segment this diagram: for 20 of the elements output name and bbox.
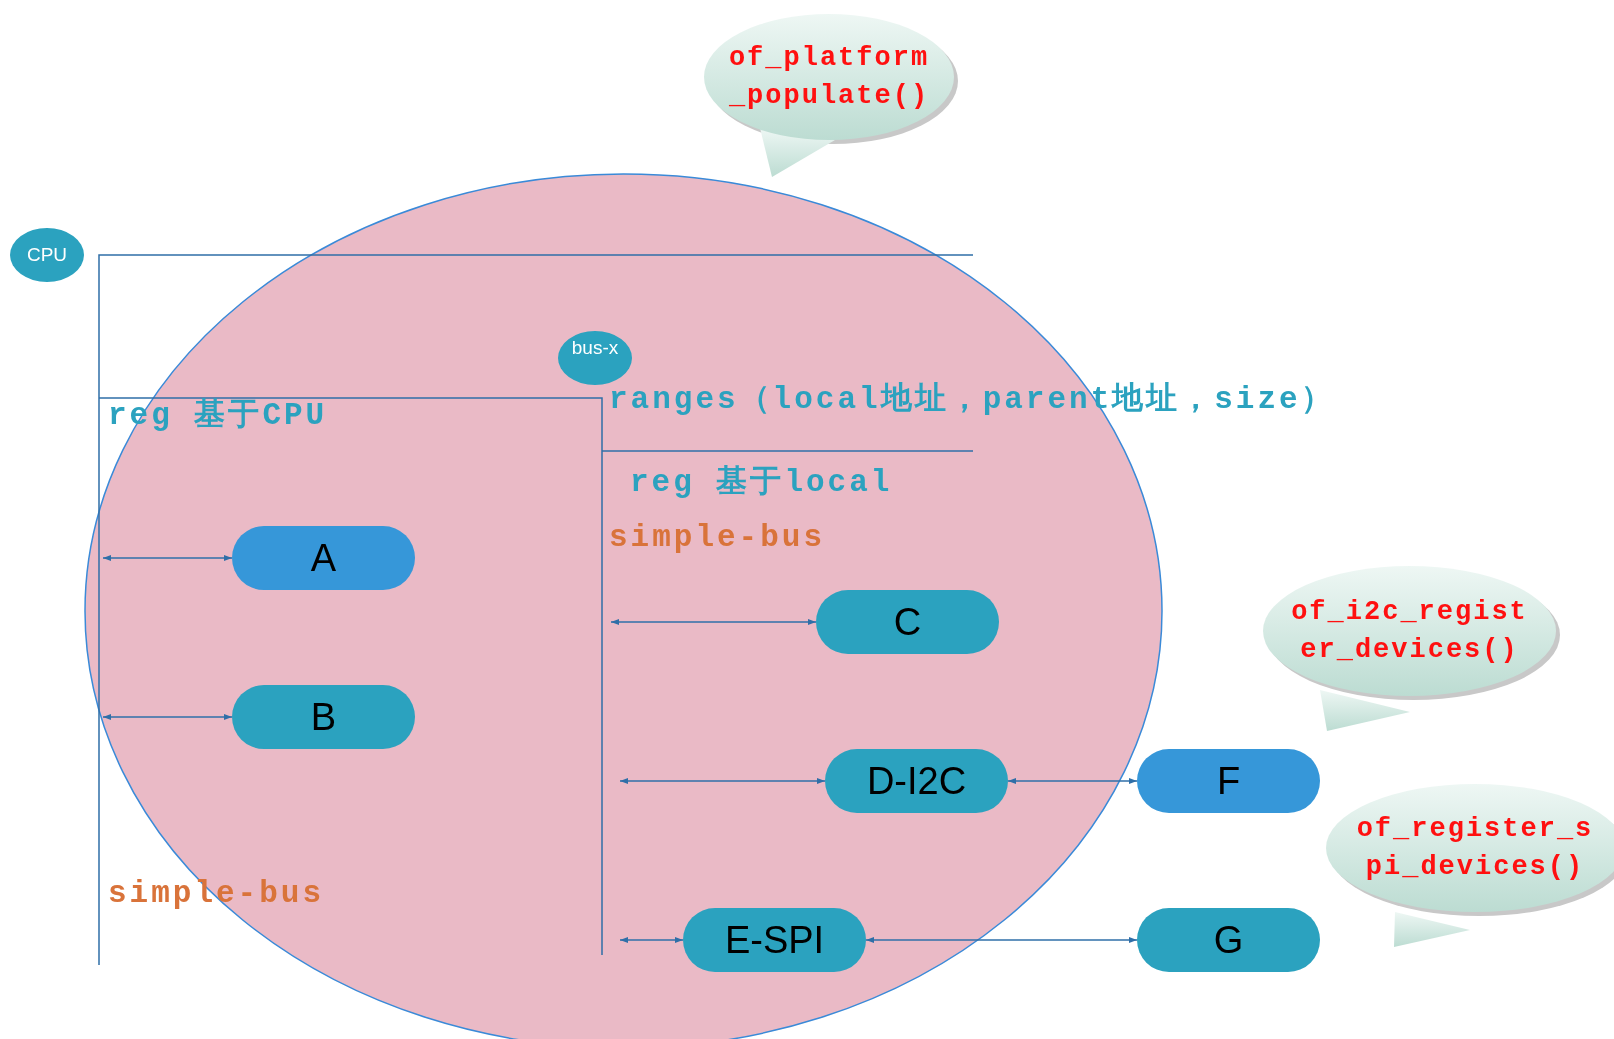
arrow — [1007, 778, 1138, 784]
device-node: E-SPI — [683, 908, 866, 972]
arrow — [865, 937, 1138, 943]
device-node: A — [232, 526, 415, 590]
arrow — [619, 937, 684, 943]
device-node: G — [1137, 908, 1320, 972]
device-node: B — [232, 685, 415, 749]
device-node: F — [1137, 749, 1320, 813]
function-name: of_register_spi_devices() — [1355, 813, 1595, 884]
function-name: of_i2c_register_devices() — [1290, 596, 1529, 667]
arrow — [619, 778, 826, 784]
bus-node: CPU — [10, 228, 84, 282]
annotation-text: simple-bus — [609, 522, 826, 553]
function-name: of_platform_populate() — [727, 42, 931, 113]
arrow — [102, 555, 233, 561]
arrow — [102, 714, 233, 720]
annotation-text: reg 基于local — [630, 467, 893, 498]
device-node: C — [816, 590, 999, 654]
device-node: D-I2C — [825, 749, 1008, 813]
arrow — [610, 619, 817, 625]
